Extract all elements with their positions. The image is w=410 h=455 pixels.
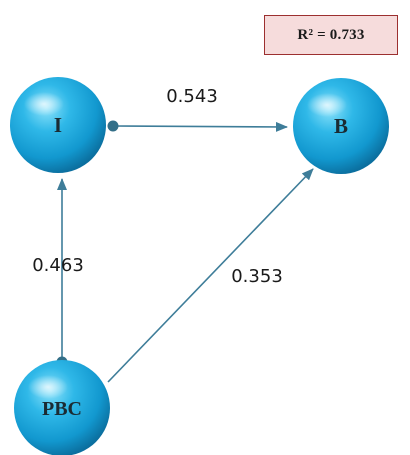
node-highlight bbox=[28, 375, 68, 399]
node-label-i: I bbox=[54, 113, 62, 137]
node-i: I bbox=[10, 77, 106, 173]
node-label-pbc: PBC bbox=[42, 398, 82, 420]
node-pbc: PBC bbox=[14, 360, 110, 455]
edge-label-i-to-b: 0.543 bbox=[166, 86, 218, 107]
node-highlight bbox=[307, 93, 347, 117]
edge-label-pbc-to-i: 0.463 bbox=[32, 255, 84, 276]
r-squared-box: R² = 0.733 bbox=[264, 15, 398, 55]
edge-pbc-to-b bbox=[107, 168, 314, 383]
node-highlight bbox=[24, 92, 64, 116]
r-squared-label: R² = 0.733 bbox=[297, 26, 365, 43]
node-b: B bbox=[293, 78, 389, 174]
edge-label-pbc-to-b: 0.353 bbox=[231, 266, 283, 287]
edge-i-to-b bbox=[107, 120, 288, 132]
node-label-b: B bbox=[334, 114, 348, 138]
edge-origin-dot bbox=[107, 120, 119, 132]
